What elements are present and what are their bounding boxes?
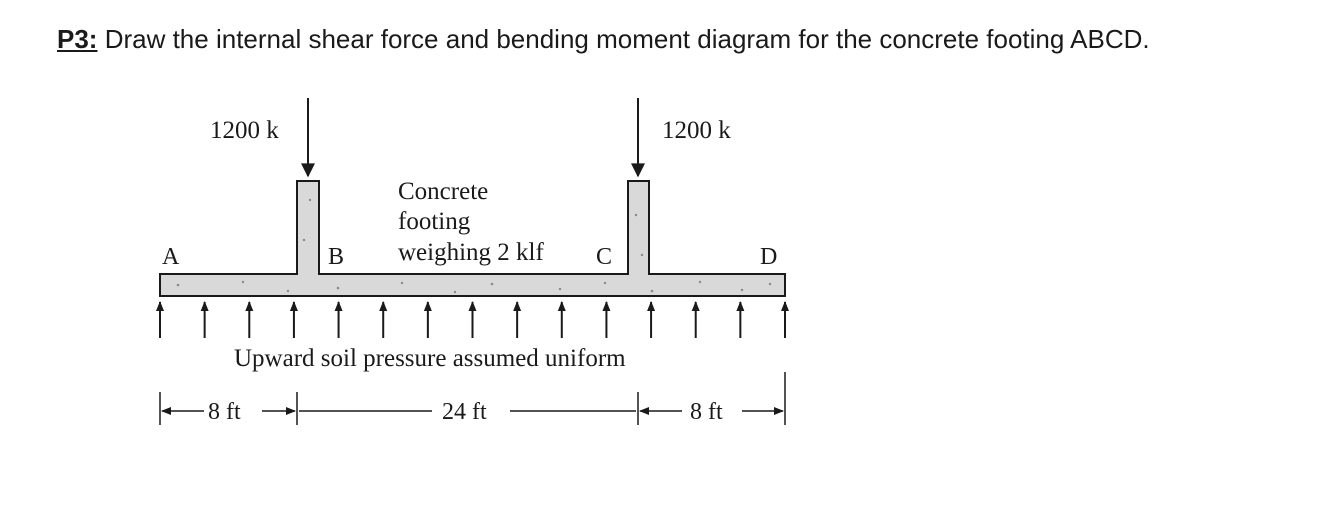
point-a-label: A: [162, 244, 180, 270]
dimension-left: 8 ft: [208, 399, 241, 425]
right-load-label: 1200 k: [662, 117, 731, 144]
point-d-label: D: [760, 244, 777, 270]
soil-pressure-arrows: [156, 301, 789, 338]
point-b-label: B: [328, 244, 344, 270]
dimension-middle: 24 ft: [442, 399, 487, 425]
soil-pressure-note: Upward soil pressure assumed uniform: [234, 345, 626, 372]
problem-statement: P3: Draw the internal shear force and be…: [57, 24, 1150, 55]
footing-note-line1: Concrete: [398, 178, 488, 205]
concrete-texture: [176, 198, 772, 294]
concrete-footing: [159, 180, 786, 297]
problem-text: Draw the internal shear force and bendin…: [97, 24, 1150, 54]
footing-note-line3: weighing 2 klf: [398, 239, 544, 266]
point-c-label: C: [596, 244, 612, 270]
problem-label: P3:: [57, 24, 98, 54]
dimension-right: 8 ft: [690, 399, 723, 425]
dimension-line: [159, 372, 786, 425]
footing-note-line2: footing: [398, 208, 471, 235]
left-load-label: 1200 k: [210, 117, 279, 144]
